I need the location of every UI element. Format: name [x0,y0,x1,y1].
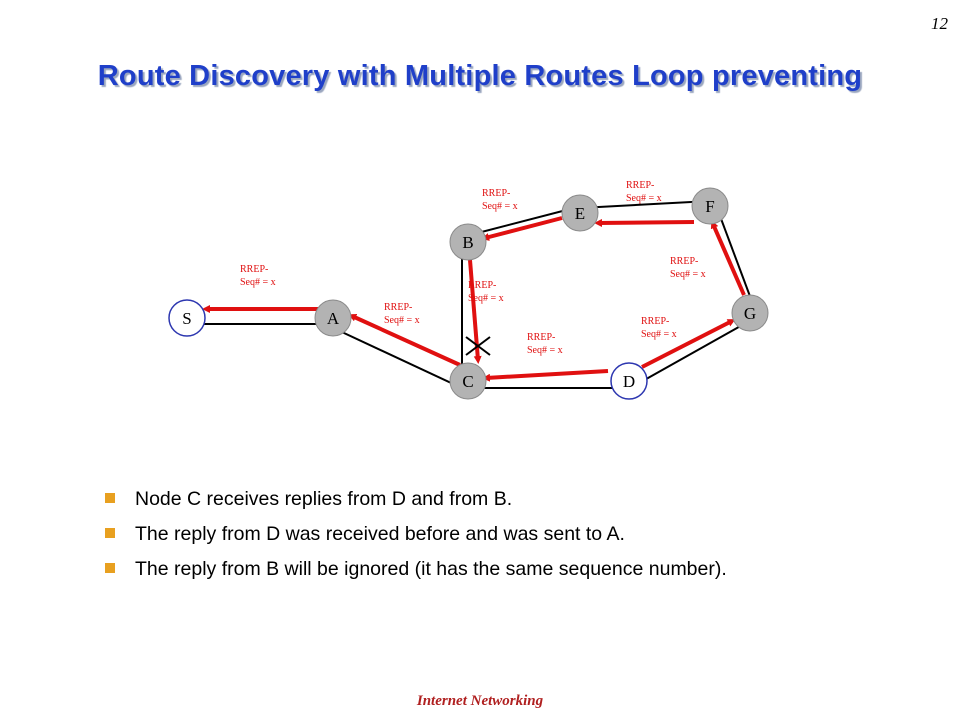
node-circle [561,194,599,232]
node-circle [314,299,352,337]
links-layer [187,200,758,390]
link-e-b [465,206,579,237]
node-label: C [462,372,473,391]
reply-label-line1: RREP- [641,316,669,327]
reply-label-line2: Seq# = x [482,201,518,212]
bullet-list: Node C receives replies from D and from … [105,484,925,589]
reply-arrow-f-e [594,218,695,227]
link-a-c [328,325,465,390]
node-label: G [744,304,756,323]
replies-layer [202,216,746,382]
node-s: S [168,299,206,337]
reply-label-line2: Seq# = x [670,269,706,280]
node-e: E [561,194,599,232]
node-c: C [449,362,487,400]
node-f: F [691,187,729,225]
node-label: B [462,233,473,252]
reply-label-line1: RREP- [670,256,698,267]
node-b: B [449,223,487,261]
node-g: G [731,294,769,332]
bullet-item: The reply from D was received before and… [105,519,925,549]
reply-arrow-g-f [710,220,746,296]
footer-text: Internet Networking [416,693,544,709]
reply-arrow-e-b [481,216,563,241]
bullet-marker-icon [105,563,115,573]
reply-label-line2: Seq# = x [384,315,420,326]
node-a: A [314,299,352,337]
reply-arrow-b-c [468,259,482,364]
node-label: S [182,309,191,328]
reply-label-line1: RREP- [482,188,510,199]
bullet-text: The reply from D was received before and… [135,523,625,545]
link-f-e [579,200,711,209]
reply-label-line2: Seq# = x [641,329,677,340]
bullet-marker-icon [105,493,115,503]
reply-label-line2: Seq# = x [468,293,504,304]
reply-arrow-c-a [348,314,461,367]
node-label: A [327,309,340,328]
slide-title: Route Discovery with Multiple Routes Loo… [97,60,863,92]
node-label: F [705,197,714,216]
node-circle [449,362,487,400]
bullet-item: The reply from B will be ignored (it has… [105,554,925,584]
reply-arrow-d-g [641,319,736,369]
reply-label-line1: RREP- [527,332,555,343]
reply-arrow-d-c [482,369,609,382]
reply-label-line1: RREP- [468,280,496,291]
bullet-text: Node C receives replies from D and from … [135,488,513,510]
link-d-g [631,318,754,388]
reply-label-line1: RREP- [626,180,654,191]
bullet-marker-icon [105,528,115,538]
node-circle [449,223,487,261]
page-number: 12 [931,14,948,33]
reply-label-line2: Seq# = x [626,193,662,204]
node-circle [691,187,729,225]
nodes-layer: S A B C D E F G [168,187,769,400]
bullet-item: Node C receives replies from D and from … [105,484,925,514]
node-circle [610,362,648,400]
node-label: D [623,372,635,391]
node-label: E [575,204,585,223]
reply-label-line1: RREP- [384,302,412,313]
reply-label-line1: RREP- [240,264,268,275]
node-d: D [610,362,648,400]
reply-label-line2: Seq# = x [240,277,276,288]
bullet-text: The reply from B will be ignored (it has… [135,558,727,580]
node-circle [731,294,769,332]
reply-label-line2: Seq# = x [527,345,563,356]
broken-link-mark [465,336,491,356]
labels-layer: RREP- Seq# = x RREP- Seq# = x RREP- Seq# = x R… [240,180,706,356]
node-circle [168,299,206,337]
